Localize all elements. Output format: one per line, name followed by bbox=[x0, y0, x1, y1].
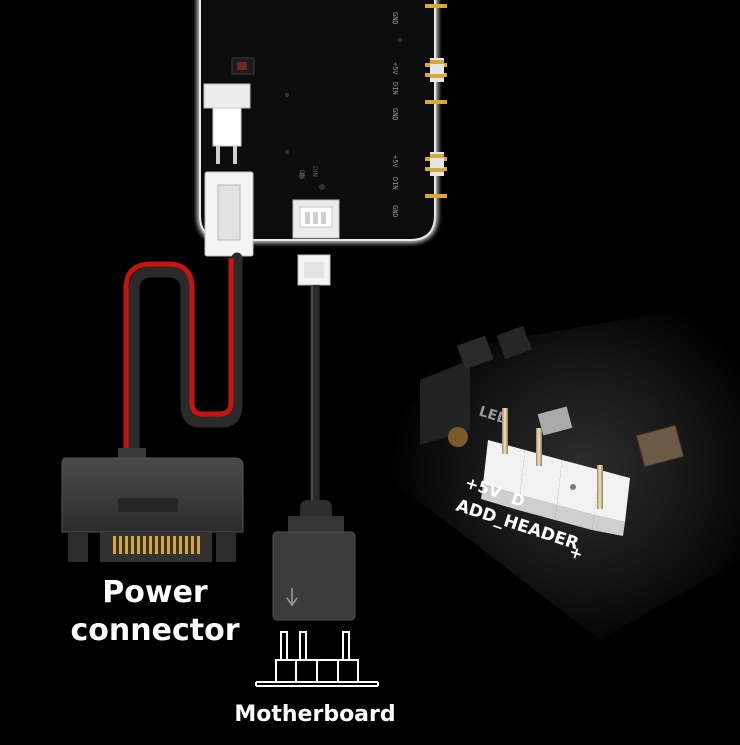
board-power-header bbox=[203, 83, 251, 164]
led-component bbox=[537, 406, 573, 436]
header-pin-d: D bbox=[509, 489, 528, 511]
sata-power-connector bbox=[61, 448, 244, 562]
board-argb-header bbox=[292, 199, 340, 239]
ic-text: DIN bbox=[311, 166, 318, 177]
power-label-line1: Power bbox=[102, 575, 208, 610]
power-label-line2: connector bbox=[70, 613, 240, 648]
controller-board: DIN DN GND +5V DIN GND +5V DIN GND bbox=[197, 0, 447, 257]
power-cable bbox=[123, 252, 243, 466]
smd-part bbox=[635, 424, 685, 468]
power-plug-housing bbox=[204, 171, 254, 257]
down-arrow-icon bbox=[286, 588, 298, 607]
pin-label-5v-2: +5V bbox=[391, 155, 399, 168]
sata-contacts bbox=[113, 536, 200, 554]
pin-label-gnd-1: GND bbox=[391, 12, 399, 25]
argb-cable bbox=[297, 254, 331, 505]
power-connector-label: Power connector bbox=[50, 574, 260, 650]
motherboard-label: Motherboard bbox=[234, 702, 396, 727]
motherboard-header-photo: LED +5V D + ADD_HEADER bbox=[390, 300, 740, 640]
pin-label-5v-1: +5V bbox=[391, 62, 399, 75]
board-pin-headers bbox=[425, 4, 447, 198]
ic-text-small: DN bbox=[298, 170, 305, 179]
pin-label-gnd-2: GND bbox=[391, 108, 399, 121]
header-pin-plus: + bbox=[567, 542, 586, 564]
argb-plug bbox=[272, 500, 356, 621]
pin-label-gnd-3: GND bbox=[391, 205, 399, 218]
pin-label-din-2: DIN bbox=[391, 177, 399, 190]
motherboard-pin-header bbox=[255, 631, 379, 687]
pin-label-din-1: DIN bbox=[391, 82, 399, 95]
